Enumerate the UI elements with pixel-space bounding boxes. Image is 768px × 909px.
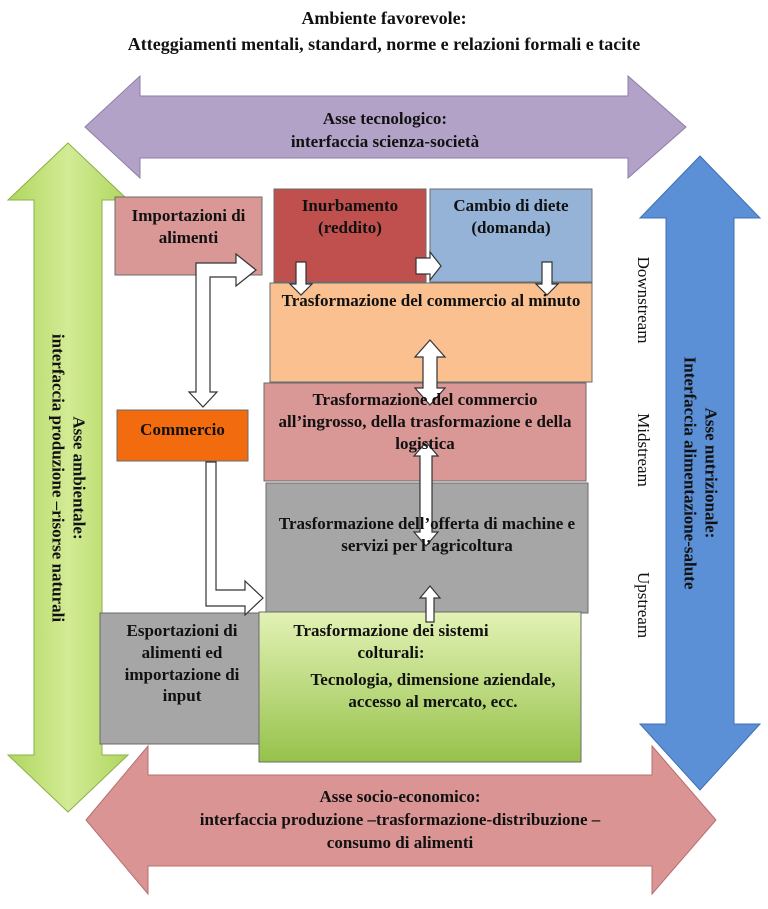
upstream-label: Upstream [634, 571, 653, 639]
header-title: Ambiente favorevole: [301, 8, 467, 28]
import-box: Importazioni di alimenti [131, 206, 246, 247]
wholesale-box: Trasformazione del commercio all’ingross… [278, 390, 572, 453]
diet-box: Cambio di diete (domanda) [453, 196, 569, 237]
layer-double-arrows [412, 339, 447, 623]
env-axis-arrow [6, 142, 130, 813]
farming-box-title: Trasformazione dei sistemi colturali: [293, 621, 489, 662]
nutr-axis-label: Asse nutrizionale: Interfaccia alimentaz… [679, 263, 722, 683]
midstream-label: Midstream [634, 413, 653, 487]
nutr-axis-subtitle: Interfaccia alimentazione-salute [680, 356, 699, 590]
farming-box-detail: Tecnologia, dimensione aziendale, access… [310, 670, 556, 711]
tech-axis-arrow [84, 74, 687, 180]
export-box-shape [99, 612, 265, 745]
header-subtitle: Atteggiamenti mentali, standard, norme e… [127, 34, 641, 54]
env-axis-title: Asse ambientale: [69, 416, 89, 540]
nutr-axis-title: Asse nutrizionale: [701, 407, 721, 539]
tech-axis-subtitle: interfaccia scienza-società [290, 132, 480, 151]
trade-box-shape [116, 409, 249, 462]
tech-axis-title: Asse tecnologico: [322, 109, 448, 128]
retail-box: Trasformazione del commercio al minuto [281, 291, 581, 310]
export-box: Esportazioni di alimenti ed importazione… [124, 621, 240, 706]
nutr-axis-arrow [638, 155, 762, 791]
env-axis-label: Asse ambientale: interfaccia produzione … [47, 218, 90, 738]
socio-axis-title: Asse socio-economico: [319, 787, 481, 806]
trade-flow-arrow [205, 461, 264, 617]
diet-box-shape [429, 188, 593, 283]
env-axis-subtitle: interfaccia produzione –risorse naturali [48, 333, 67, 623]
import-flow-arrows [187, 252, 257, 408]
small-down-arrows [288, 250, 560, 296]
supply-box: Trasformazione dell’offerta di machine e… [278, 514, 576, 555]
trade-box: Commercio [140, 420, 225, 440]
farming-box-shape [258, 611, 582, 763]
socio-axis-subtitle-2: consumo di alimenti [326, 833, 474, 852]
urban-box: Inurbamento (reddito) [301, 196, 399, 237]
socio-axis-arrow [85, 744, 717, 896]
socio-axis-subtitle: interfaccia produzione –trasformazione-d… [199, 810, 601, 829]
downstream-label: Downstream [634, 256, 653, 344]
